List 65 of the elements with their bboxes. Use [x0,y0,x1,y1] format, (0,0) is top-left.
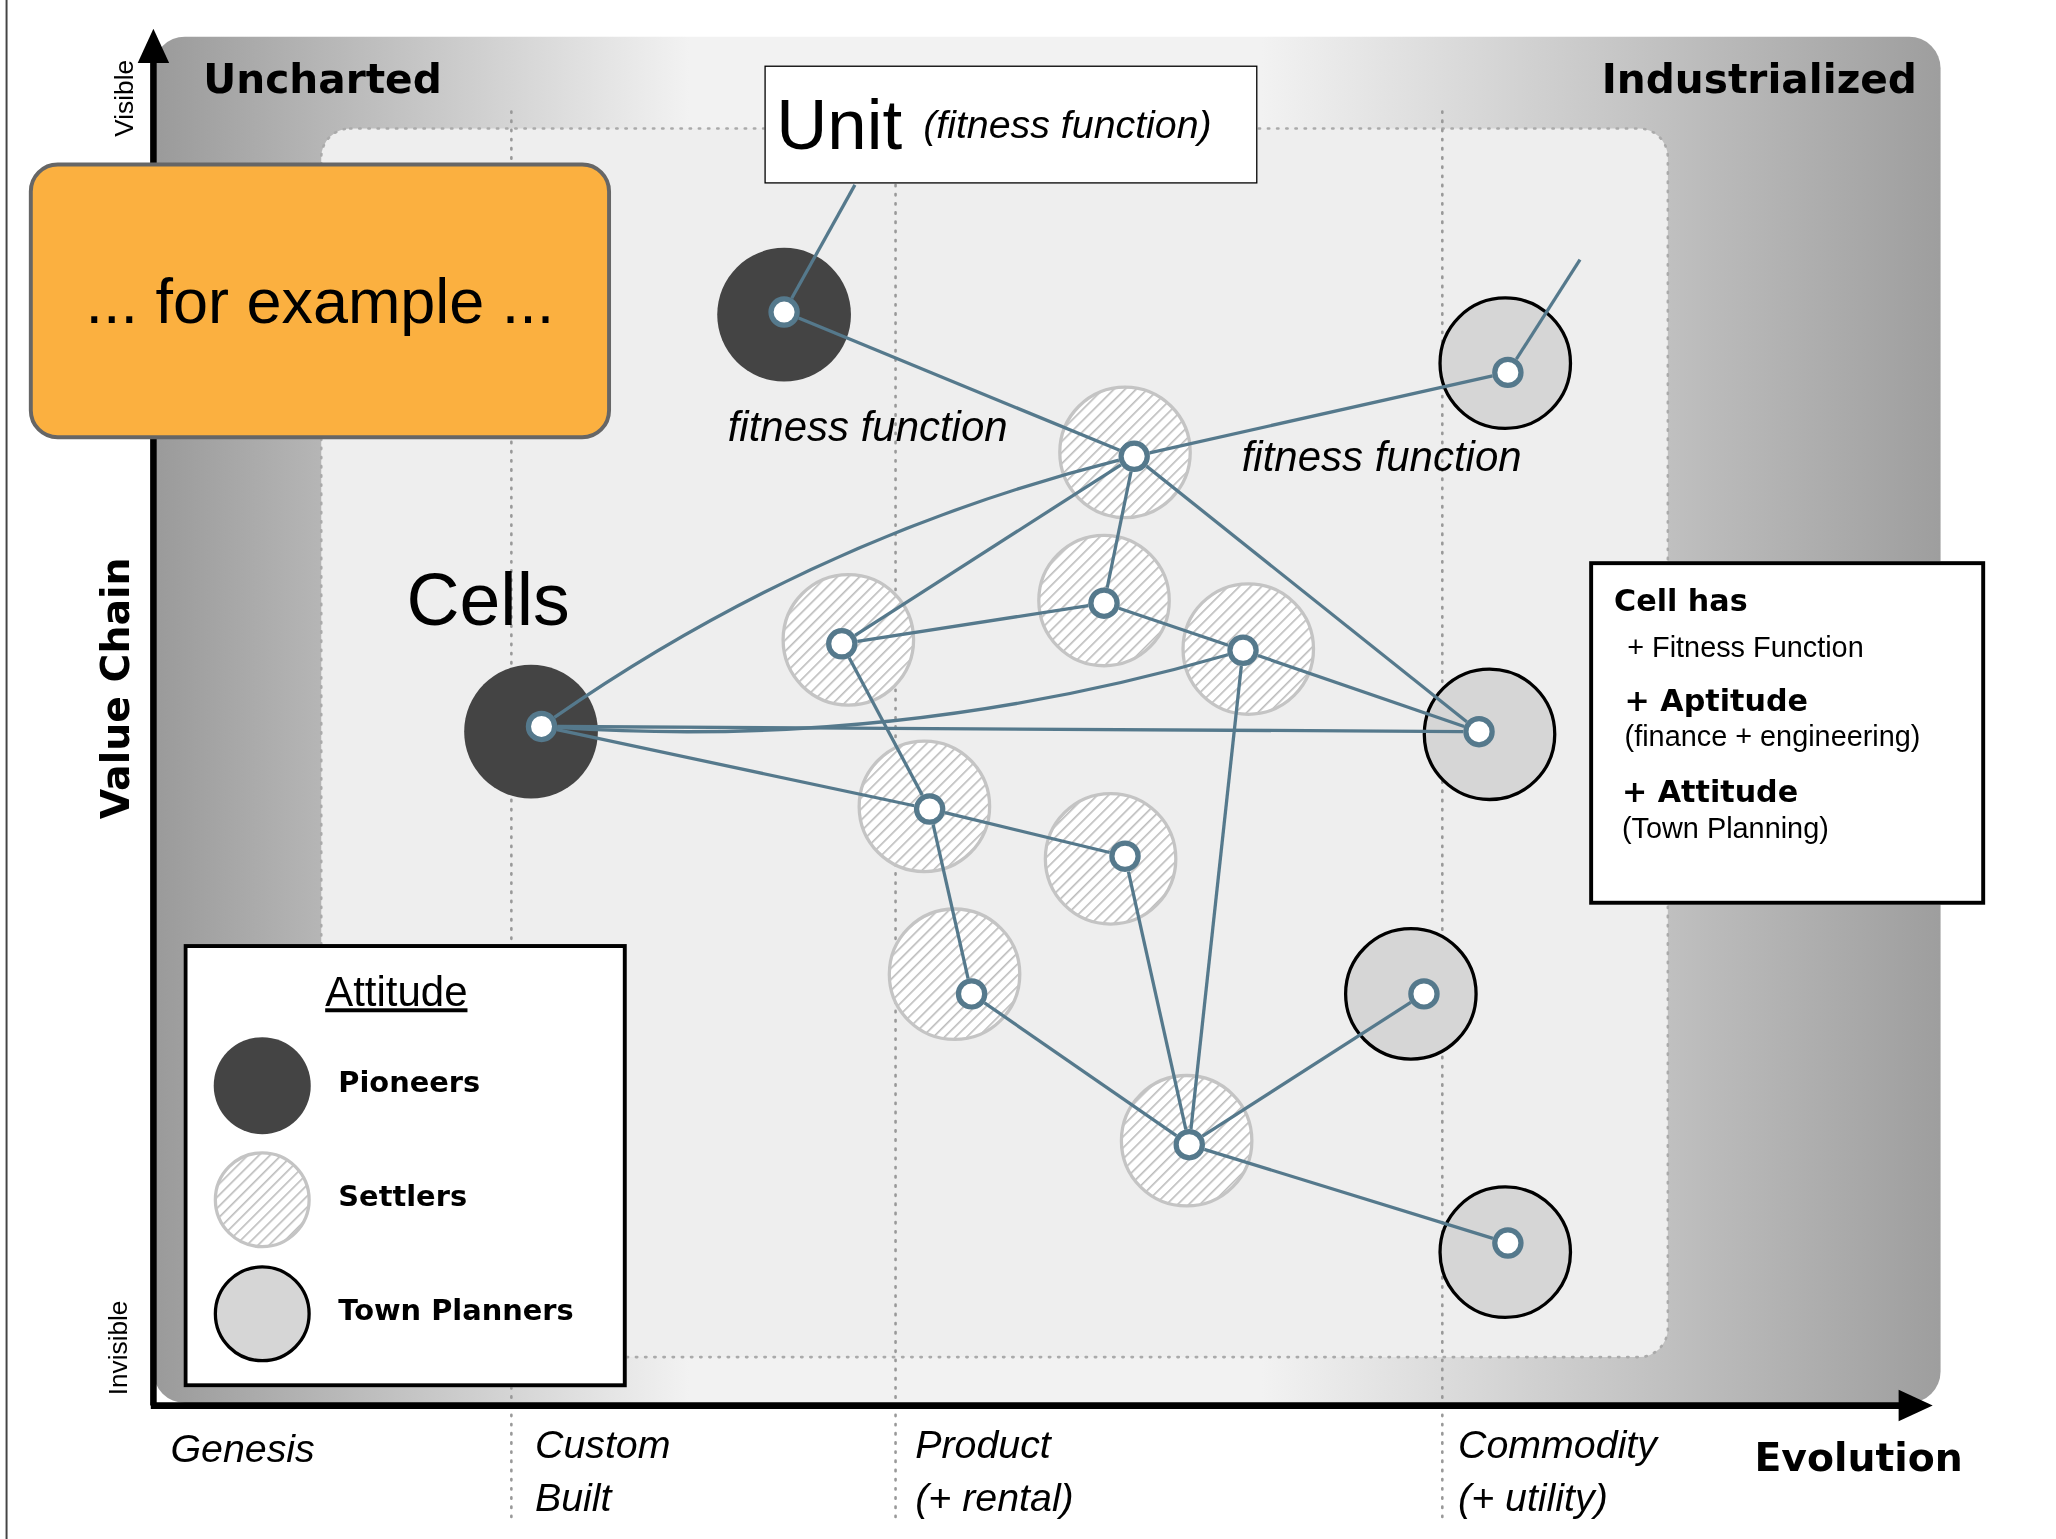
zone-heading: Uncharted [203,55,442,103]
connector-line [556,728,915,808]
connector-line [983,1001,1178,1138]
note-detail: (Town Planning) [1621,811,1830,846]
axis-label: Invisible [102,1300,133,1396]
axis-title: Evolution [1754,1434,1963,1481]
settler-circle [781,573,916,707]
connector-line [1118,606,1229,647]
settler-circle [1119,1073,1254,1208]
town-planner-circle [1422,667,1557,802]
note-item: + Fitness Function [1627,630,1865,665]
callout-text: ... for example ... [85,265,555,337]
zone-heading: Industrialized [1601,55,1917,103]
settler-circle [1058,385,1192,520]
stage-label: Custom Built [534,1421,672,1521]
axis-label: Visible [109,59,140,137]
legend-title: Attitude [325,967,468,1017]
connector-line [1145,464,1468,724]
title-box [764,65,1258,184]
connector-line [931,824,970,979]
connector-line [1105,471,1133,589]
connector-line [847,656,924,796]
connector-line [557,724,1464,734]
settler-circle [857,739,992,874]
town-planner-circle [1344,927,1478,1061]
connector-line [790,184,857,300]
pioneer-circle [717,247,851,382]
connector-line [1514,258,1582,360]
connector-line [857,603,1089,643]
town-planner-circle [1438,1185,1573,1320]
legend-label: Town Planners [338,1294,574,1327]
note-item: + Aptitude [1624,683,1809,718]
group-label: Cells [406,557,570,643]
connector-line [854,463,1122,637]
connector-line [1149,374,1493,455]
legend-label: Pioneers [338,1066,481,1099]
town-planner-circle [1438,296,1573,431]
connector-line [1126,871,1188,1130]
connector-line [798,316,1121,452]
pioneer-circle [464,664,598,799]
connector-line [1189,665,1243,1130]
connector-line [944,811,1111,855]
connector-line [1257,653,1465,729]
settler-circle [887,907,1022,1042]
note-box [1589,561,1986,905]
connector-line [1201,1001,1412,1138]
unit-heading: Unit [776,84,903,166]
connector-line [553,458,1120,719]
annotation-text: fitness function [1241,432,1522,482]
unit-subtitle: (fitness function) [923,102,1212,147]
note-heading: Cell has [1614,583,1749,618]
note-item: + Attitude [1621,774,1800,809]
settler-circle [1043,791,1178,926]
axis-title: Value Chain [92,557,139,820]
settler-circle [1037,533,1171,668]
legend-label: Settlers [338,1180,468,1213]
example-callout [28,162,611,440]
connector-line [1203,1147,1494,1240]
note-detail: (finance + engineering) [1624,719,1922,754]
stage-label: Commodity (+ utility) [1458,1421,1660,1521]
connector-line [557,653,1229,734]
annotation-text: fitness function [727,402,1008,452]
settler-circle [1181,582,1316,716]
stage-label: Genesis [170,1426,315,1472]
stage-label: Product (+ rental) [915,1421,1075,1521]
